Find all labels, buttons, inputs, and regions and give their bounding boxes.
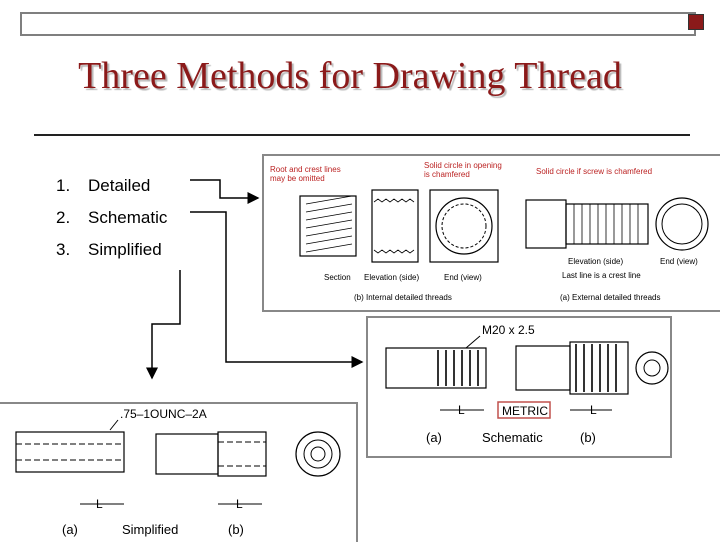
caption-external-threads: (a) External detailed threads xyxy=(560,293,661,302)
method-number: 2. xyxy=(56,208,71,227)
simplified-callout: .75–1OUNC–2A xyxy=(120,407,207,421)
label-last-line: Last line is a crest line xyxy=(562,271,641,280)
method-number: 1. xyxy=(56,176,71,195)
schematic-caption: Schematic xyxy=(482,430,543,445)
note-solid-opening-2: is chamfered xyxy=(424,170,470,179)
method-item: 2. Schematic xyxy=(56,202,167,234)
method-label: Simplified xyxy=(88,240,162,259)
schematic-dim-l1: L xyxy=(458,403,465,417)
schematic-threads-drawing: M20 x 2.5 L L METRIC (a) Schematic (b) xyxy=(385,323,669,445)
schematic-threads-figure: M20 x 2.5 L L METRIC (a) Schematic (b) xyxy=(366,316,672,458)
caption-internal-threads: (b) Internal detailed threads xyxy=(354,293,452,302)
simplified-threads-figure: .75–1OUNC–2A L L (a) Simplified (b) xyxy=(0,402,358,542)
schematic-metric-badge: METRIC xyxy=(502,404,548,418)
arrow-schematic xyxy=(190,211,364,368)
title-underline xyxy=(34,134,690,136)
note-solid-screw: Solid circle if screw is chamfered xyxy=(536,167,652,176)
label-end-view-internal: End (view) xyxy=(444,273,482,282)
simplified-caption-b: (b) xyxy=(228,522,244,537)
simplified-dim-l2: L xyxy=(236,497,243,511)
method-item: 3. Simplified xyxy=(56,234,167,266)
method-label: Detailed xyxy=(88,176,151,195)
slide-title: Three Methods for Drawing Thread xyxy=(78,55,622,97)
schematic-callout: M20 x 2.5 xyxy=(482,323,535,337)
simplified-caption: Simplified xyxy=(122,522,178,537)
schematic-caption-a: (a) xyxy=(426,430,442,445)
label-elevation-side-external: Elevation (side) xyxy=(568,257,623,266)
corner-accent-square xyxy=(688,14,704,30)
arrow-detailed xyxy=(190,179,260,204)
method-label: Schematic xyxy=(88,208,168,227)
method-number: 3. xyxy=(56,240,71,259)
label-section: Section xyxy=(324,273,351,282)
simplified-dim-l1: L xyxy=(96,497,103,511)
method-item: 1. Detailed xyxy=(56,170,167,202)
note-root-crest: Root and crest lines xyxy=(270,165,341,174)
simplified-threads-drawing: .75–1OUNC–2A L L (a) Simplified (b) xyxy=(15,407,341,537)
note-root-crest-2: may be omitted xyxy=(270,174,325,183)
label-elevation-side-internal: Elevation (side) xyxy=(364,273,419,282)
simplified-caption-a: (a) xyxy=(62,522,78,537)
schematic-caption-b: (b) xyxy=(580,430,596,445)
detailed-threads-drawing: Root and crest lines may be omitted Soli… xyxy=(270,161,709,302)
label-end-view-external: End (view) xyxy=(660,257,698,266)
methods-list: 1. Detailed 2. Schematic 3. Simplified xyxy=(56,170,167,266)
arrow-simplified xyxy=(146,270,181,380)
note-solid-opening: Solid circle in opening xyxy=(424,161,502,170)
schematic-dim-l2: L xyxy=(590,403,597,417)
top-decoration-bar xyxy=(20,12,696,36)
detailed-threads-figure: Root and crest lines may be omitted Soli… xyxy=(262,154,720,312)
